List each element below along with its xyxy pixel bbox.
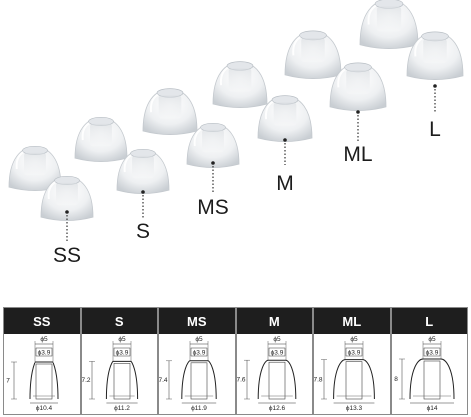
spec-card-title: MS	[159, 308, 235, 334]
spec-card-title: ML	[314, 308, 390, 334]
size-label-ms: MS	[197, 196, 229, 219]
base-diameter-label: ϕ13.3	[346, 405, 363, 412]
inner-diameter-label: ϕ3.9	[193, 350, 206, 357]
inner-diameter-label: ϕ3.9	[425, 350, 438, 357]
height-label: 7	[6, 378, 10, 385]
size-label-m: M	[276, 172, 294, 195]
spec-card-title: L	[391, 308, 467, 334]
eartip-back-ms	[142, 88, 198, 135]
eartip-back-l	[359, 0, 419, 49]
dimension-diagram: ϕ5 ϕ3.9 7.4 ϕ11.9	[159, 336, 217, 412]
top-diameter-label: ϕ5	[118, 336, 126, 343]
pointer-dot	[356, 110, 360, 114]
height-label: 7.8	[314, 376, 323, 383]
height-label: 7.4	[159, 377, 168, 384]
inner-diameter-label: ϕ3.9	[115, 350, 128, 357]
pointer-dot	[141, 190, 145, 194]
inner-diameter-label: ϕ3.9	[270, 350, 283, 357]
eartip-front-s	[116, 148, 170, 194]
base-diameter-label: ϕ10.4	[36, 405, 53, 412]
dimension-diagram: ϕ5 ϕ3.9 8 ϕ14	[394, 336, 454, 412]
base-diameter-label: ϕ11.9	[191, 405, 207, 412]
size-label-ss: SS	[53, 244, 81, 267]
top-diameter-label: ϕ5	[428, 336, 436, 343]
size-label-ml: ML	[343, 143, 372, 166]
top-diameter-label: ϕ5	[195, 336, 203, 343]
dimension-diagram: ϕ5 ϕ3.9 7 ϕ10.4	[6, 336, 59, 412]
pointer-dot	[65, 210, 69, 214]
base-diameter-label: ϕ14	[426, 405, 437, 412]
inner-diameter-label: ϕ3.9	[348, 350, 361, 357]
spec-card-ms: MS ϕ5 ϕ3.9 7.4 ϕ11.9	[158, 307, 236, 415]
spec-card-title: M	[236, 308, 312, 334]
base-diameter-label: ϕ12.6	[268, 405, 285, 412]
spec-card-title: SS	[4, 308, 80, 334]
pointer-dot	[433, 84, 437, 88]
eartip-front-ss	[40, 175, 94, 221]
eartip-back-ss	[8, 145, 62, 191]
spec-card-title: S	[81, 308, 157, 334]
pointer-dot	[283, 138, 287, 142]
dimension-diagram: ϕ5 ϕ3.9 7.6 ϕ12.6	[237, 336, 296, 412]
inner-diameter-label: ϕ3.9	[38, 350, 51, 357]
eartip-front-ms	[186, 122, 240, 168]
base-diameter-label: ϕ11.2	[114, 405, 130, 412]
top-diameter-label: ϕ5	[40, 336, 48, 343]
top-diameter-label: ϕ5	[350, 336, 358, 343]
eartip-back-m	[212, 61, 268, 108]
top-diameter-label: ϕ5	[273, 336, 281, 343]
dimension-diagram: ϕ5 ϕ3.9 7.8 ϕ13.3	[314, 336, 375, 412]
height-label: 8	[394, 376, 398, 383]
size-label-l: L	[429, 118, 441, 141]
spec-card-ml: ML ϕ5 ϕ3.9 7.8 ϕ13.3	[313, 307, 391, 415]
eartip-front-l	[406, 31, 464, 80]
size-label-s: S	[136, 220, 150, 243]
height-label: 7.2	[82, 377, 91, 384]
dimension-diagram: ϕ5 ϕ3.9 7.2 ϕ11.2	[82, 336, 138, 412]
eartip-back-ml	[284, 30, 342, 79]
pointer-dot	[211, 161, 215, 165]
eartip-back-s	[74, 116, 128, 162]
height-label: 7.6	[237, 377, 246, 384]
spec-card-ss: SS ϕ5 ϕ3.9 7 ϕ10.4	[3, 307, 81, 415]
